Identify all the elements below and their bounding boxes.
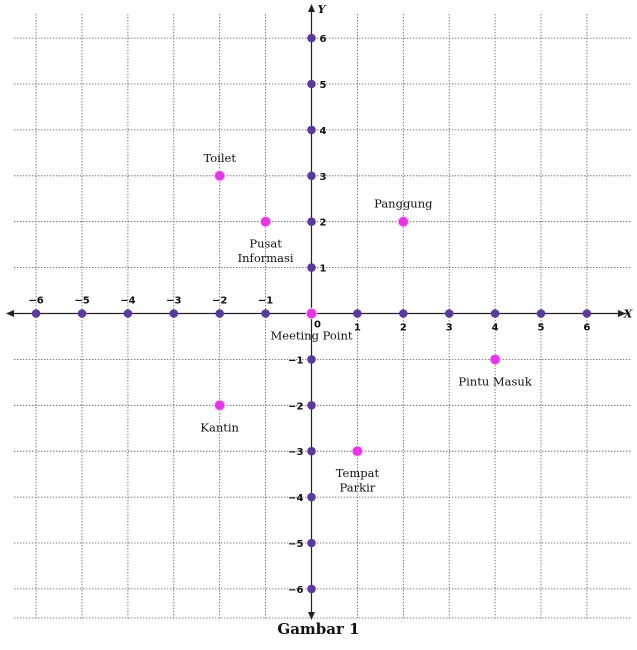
y-tick-label: 6: [320, 34, 327, 45]
x-tick-label: 5: [538, 323, 545, 334]
y-axis-point: [307, 492, 316, 502]
y-axis-point: [307, 79, 316, 89]
y-tick-label: 2: [320, 218, 327, 229]
y-tick-label: 5: [320, 80, 327, 91]
x-axis-point: [261, 309, 270, 318]
x-tick-label: 2: [400, 323, 407, 334]
location-point: [397, 216, 409, 228]
y-axis-label: Y: [318, 3, 327, 16]
y-axis-point: [307, 33, 316, 43]
x-axis-point: [444, 309, 454, 318]
y-axis-point: [307, 446, 316, 456]
location-point: [305, 307, 318, 320]
y-axis-point: [307, 171, 316, 181]
location-label: Tempat: [336, 466, 380, 480]
location-point: [214, 399, 226, 411]
location-point: [214, 170, 226, 182]
y-axis-arrow-top: [308, 4, 315, 12]
x-axis-arrow-left: [6, 310, 14, 317]
x-axis-arrow-right: [618, 310, 626, 317]
location-label: Meeting Point: [270, 329, 352, 343]
location-point: [259, 216, 272, 228]
y-tick-label: 4: [320, 126, 327, 137]
x-tick-label: 0: [314, 320, 321, 331]
y-axis-point: [307, 125, 316, 135]
x-tick-label: 1: [354, 323, 361, 334]
x-tick-label: 3: [446, 323, 453, 334]
y-tick-label: −4: [288, 493, 303, 504]
figure-caption: Gambar 1: [277, 620, 360, 638]
y-tick-label: −1: [288, 355, 303, 366]
x-axis-point: [536, 309, 546, 318]
location-label: Pintu Masuk: [458, 374, 532, 388]
x-axis-point: [490, 309, 500, 318]
location-point: [351, 445, 364, 457]
x-tick-label: −1: [258, 296, 273, 307]
x-axis-point: [215, 309, 224, 318]
x-axis-label: X: [623, 308, 633, 321]
y-tick-label: 3: [320, 172, 327, 183]
y-axis-point: [307, 401, 316, 410]
x-tick-label: 6: [583, 323, 590, 334]
x-axis-point: [169, 309, 179, 318]
location-label: Toilet: [203, 151, 236, 165]
x-tick-label: −5: [74, 296, 89, 307]
x-axis-point: [77, 309, 87, 318]
y-axis-point: [307, 355, 316, 364]
x-axis-point: [582, 309, 592, 318]
x-axis-point: [353, 309, 362, 318]
y-axis-point: [307, 538, 316, 548]
location-label: Informasi: [238, 251, 294, 265]
y-axis-point: [307, 584, 316, 594]
y-tick-label: −2: [288, 401, 303, 412]
location-point: [489, 353, 501, 366]
x-tick-label: −3: [166, 296, 181, 307]
location-label: Pusat: [249, 237, 282, 251]
location-label: Panggung: [374, 197, 433, 211]
y-axis-arrow-bottom: [308, 612, 315, 620]
y-tick-label: 1: [320, 264, 327, 275]
y-tick-label: −3: [288, 447, 303, 458]
y-axis-point: [307, 263, 316, 272]
y-tick-label: −5: [288, 539, 303, 550]
x-tick-label: 4: [492, 323, 499, 334]
x-axis-point: [399, 309, 408, 318]
location-label: Parkir: [340, 481, 376, 495]
x-tick-label: −2: [212, 296, 227, 307]
x-axis-point: [123, 309, 133, 318]
location-label: Kantin: [200, 420, 239, 434]
y-axis-point: [307, 217, 316, 226]
x-tick-label: −4: [120, 296, 135, 307]
y-tick-label: −6: [288, 585, 303, 596]
x-axis-point: [31, 309, 41, 318]
x-tick-label: −6: [28, 296, 43, 307]
